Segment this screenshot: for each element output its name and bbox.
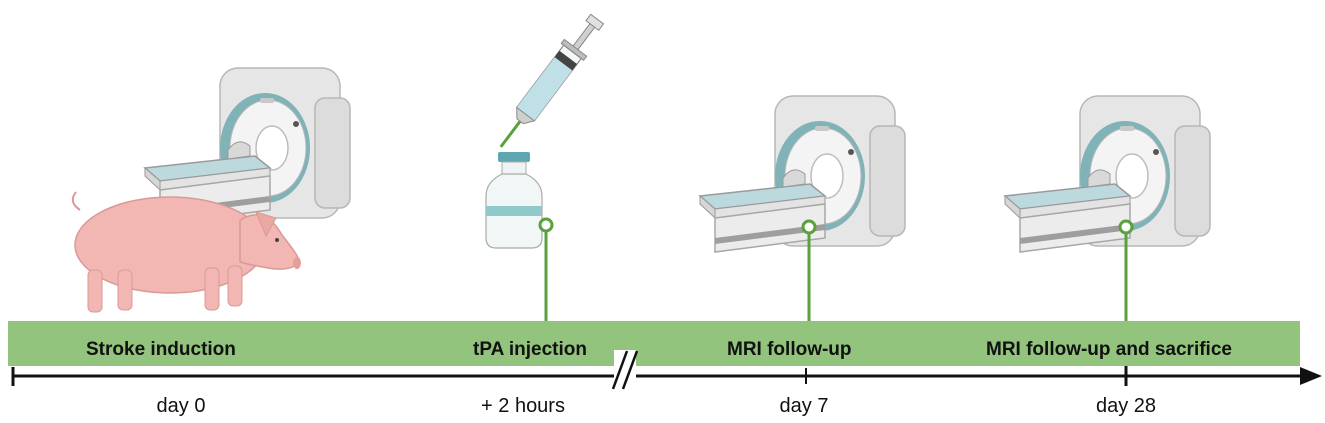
event-label-stroke-induction: Stroke induction [86,339,236,360]
event-label-tpa-injection: tPA injection [473,339,587,360]
time-label-day28: day 28 [1095,395,1157,417]
time-label-plus-2-hours: + 2 hours [481,395,565,417]
time-label-day0: day 0 [156,395,206,417]
syringe-icon [499,13,605,148]
time-label-day7: day 7 [779,395,829,417]
axis-break-icon [611,350,639,390]
vial-icon [485,152,543,249]
marker-pin-tpa [538,217,554,322]
pig-icon [71,191,301,313]
event-label-mri-follow-up-sacrifice: MRI follow-up and sacrifice [986,339,1232,360]
marker-pin-day28 [1118,219,1134,322]
timeline-band [8,321,1300,366]
axis-arrowhead [1300,367,1322,385]
marker-pin-day7 [801,219,817,322]
event-label-mri-follow-up: MRI follow-up [727,339,852,360]
